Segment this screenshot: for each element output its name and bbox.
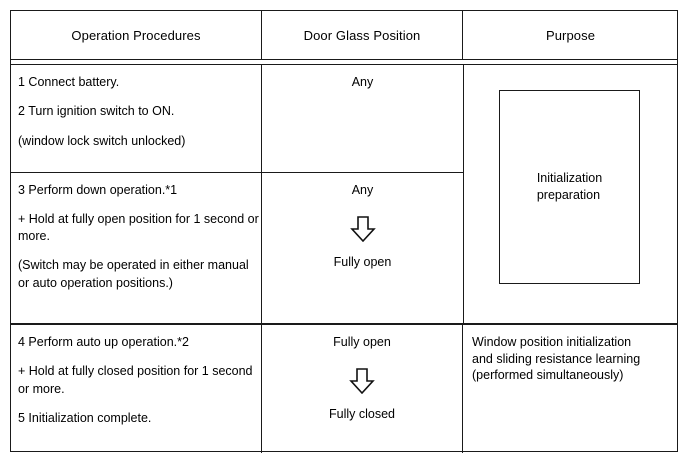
procedure-step: 1 Connect battery. [18,75,120,89]
door-glass-state-from: Any [351,182,374,197]
procedure-list: 1 Connect battery. 2 Turn ignition switc… [11,65,261,150]
purpose-description: Window position initialization and slidi… [463,325,678,384]
table-header-row: Operation Procedures Door Glass Position… [11,11,677,59]
column-header-door-glass-position: Door Glass Position [262,11,463,59]
purpose-line: and sliding resistance learning [472,351,641,366]
procedure-list: 4 Perform auto up operation.*2 + Hold at… [11,325,261,427]
initialization-preparation-line: Initialization [536,171,603,186]
column-header-purpose: Purpose [463,11,678,59]
column-header-operation-procedures: Operation Procedures [11,11,262,59]
procedure-list: 3 Perform down operation.*1 + Hold at fu… [11,173,261,292]
down-block-arrow-icon [349,216,376,242]
column-header-label: Operation Procedures [71,27,201,43]
procedure-note: (window lock switch unlocked) [18,133,186,148]
door-glass-state-group: Any [262,65,463,90]
cell-door-glass-position: Any Fully open [262,173,463,323]
procedure-table: Operation Procedures Door Glass Position… [10,10,678,453]
initialization-preparation-box: Initialization preparation [499,90,640,284]
header-double-rule [11,59,677,65]
door-glass-state-from: Fully open [333,335,391,349]
cell-operation-procedures: 4 Perform auto up operation.*2 + Hold at… [11,325,262,453]
initialization-preparation-text: Initialization preparation [537,170,602,204]
cell-operation-procedures: 3 Perform down operation.*1 + Hold at fu… [11,172,262,323]
procedure-step: 4 Perform auto up operation.*2 [18,335,189,349]
procedure-step: 5 Initialization complete. [18,410,152,425]
door-glass-state-to: Fully open [333,254,392,269]
column-header-label: Door Glass Position [303,27,421,43]
cell-operation-procedures: 1 Connect battery. 2 Turn ignition switc… [11,65,262,172]
purpose-line: Window position initialization [472,335,632,349]
door-glass-state-to: Fully closed [329,407,395,422]
door-glass-state-from: Any [351,75,374,89]
cell-door-glass-position: Fully open Fully closed [262,325,463,453]
door-glass-state-group: Fully open Fully closed [262,325,462,423]
purpose-line: (performed simultaneously) [472,368,624,383]
table-row: 3 Perform down operation.*1 + Hold at fu… [11,171,463,323]
procedure-step: 3 Perform down operation.*1 [18,182,178,197]
cell-door-glass-position: Any [262,65,463,172]
cell-purpose: Window position initialization and slidi… [463,325,678,453]
procedure-step: 2 Turn ignition switch to ON. [18,104,175,119]
table-row: 4 Perform auto up operation.*2 + Hold at… [11,323,677,453]
table-body-merged-section: 1 Connect battery. 2 Turn ignition switc… [11,65,677,323]
procedure-note: (Switch may be operated in either manual… [18,258,249,290]
procedure-substep: + Hold at fully open position for 1 seco… [18,211,259,244]
down-block-arrow-icon [349,368,375,395]
left-columns-stack: 1 Connect battery. 2 Turn ignition switc… [11,65,463,323]
cell-purpose-merged: Initialization preparation [463,65,679,323]
door-glass-state-group: Any Fully open [262,173,463,271]
column-header-label: Purpose [545,27,596,43]
initialization-preparation-line: preparation [536,188,601,202]
procedure-substep: + Hold at fully closed position for 1 se… [18,364,253,396]
table-row: 1 Connect battery. 2 Turn ignition switc… [11,65,463,172]
